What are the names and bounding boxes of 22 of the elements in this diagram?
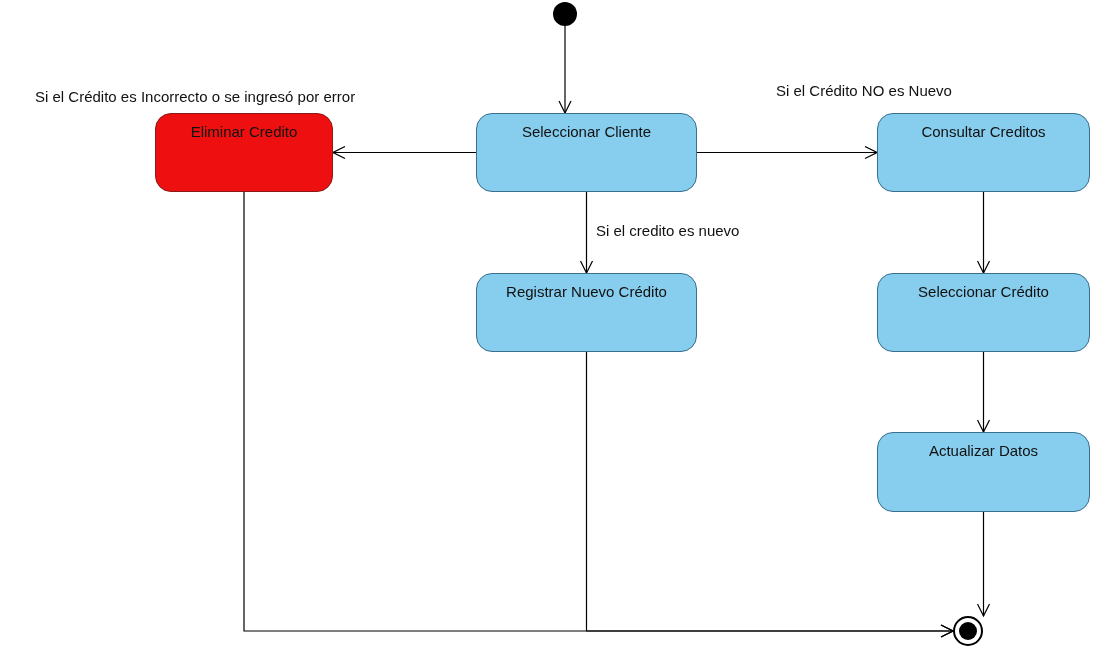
arrow xyxy=(976,191,991,274)
arrow xyxy=(585,351,954,638)
action-box xyxy=(155,113,333,192)
arrow xyxy=(696,145,878,160)
action-box xyxy=(476,273,697,352)
action-box xyxy=(877,273,1090,352)
initial-node xyxy=(553,2,577,26)
action-label: Eliminar Credito xyxy=(190,122,298,142)
final-node xyxy=(953,616,983,646)
action-label: Seleccionar Cliente xyxy=(521,122,652,142)
arrow xyxy=(558,25,572,114)
action-label: Seleccionar Crédito xyxy=(918,282,1049,302)
action-label: Registrar Nuevo Crédito xyxy=(506,282,667,302)
arrow xyxy=(976,511,991,617)
arrow xyxy=(332,145,477,160)
action-box xyxy=(877,113,1090,192)
action-label: Consultar Creditos xyxy=(921,122,1046,142)
action-label: Actualizar Datos xyxy=(928,441,1039,461)
action-box xyxy=(877,432,1090,512)
arrow xyxy=(976,351,991,433)
arrow xyxy=(579,191,594,274)
action-box xyxy=(476,113,697,192)
